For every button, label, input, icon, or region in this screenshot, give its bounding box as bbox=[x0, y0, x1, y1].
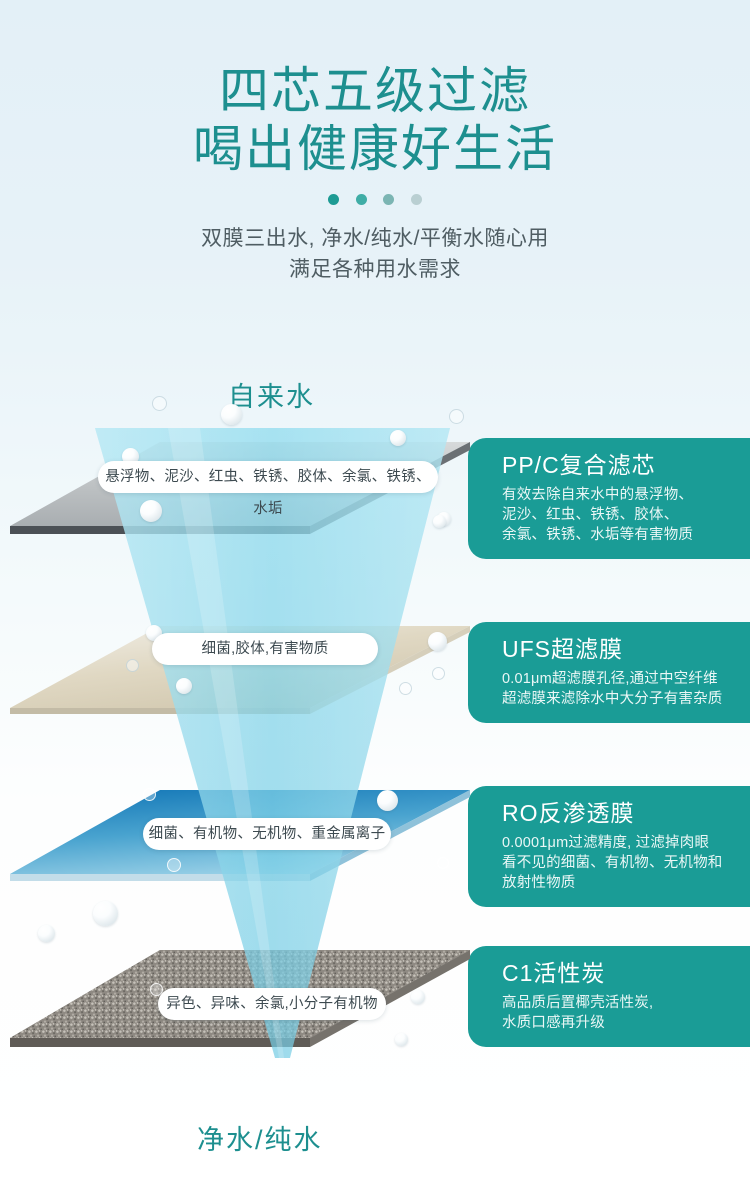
separator-dot bbox=[410, 194, 422, 205]
bubble-decoration bbox=[449, 409, 464, 424]
bubble-decoration bbox=[152, 396, 167, 411]
desc-line: 放射性物质 bbox=[502, 875, 576, 891]
filter-card-2[interactable]: UFS超滤膜 0.01μm超滤膜孔径,通过中空纤维 超滤膜来滤除水中大分子有害杂… bbox=[468, 622, 750, 723]
bubble-decoration bbox=[176, 678, 192, 694]
bubble-decoration bbox=[167, 858, 181, 872]
filter-title: UFS超滤膜 bbox=[502, 636, 623, 662]
bubble-decoration bbox=[411, 990, 425, 1004]
contaminant-pill-3: 细菌、有机物、无机物、重金属离子 bbox=[143, 818, 391, 850]
bubble-decoration bbox=[38, 925, 55, 942]
filter-title: C1活性炭 bbox=[502, 960, 606, 986]
bubble-decoration bbox=[377, 790, 398, 811]
filter-card-4[interactable]: C1活性炭 高品质后置椰壳活性炭, 水质口感再升级 bbox=[468, 946, 750, 1047]
hero-subtitle: 双膜三出水, 净水/纯水/平衡水随心用 满足各种用水需求 bbox=[0, 223, 750, 285]
bubble-decoration bbox=[432, 667, 445, 680]
bubble-decoration bbox=[399, 682, 412, 695]
separator-dot bbox=[355, 194, 367, 205]
desc-line: 有效去除自来水中的悬浮物、 bbox=[502, 487, 694, 503]
filter-description: 0.01μm超滤膜孔径,通过中空纤维 超滤膜来滤除水中大分子有害杂质 bbox=[502, 669, 750, 709]
title-line-2: 喝出健康好生活 bbox=[193, 121, 557, 177]
title-line-1: 四芯五级过滤 bbox=[219, 63, 531, 119]
desc-line: 泥沙、红虫、铁锈、胶体、 bbox=[502, 507, 679, 523]
desc-line: 0.0001μm过滤精度, 过滤掉肉眼 bbox=[502, 835, 710, 851]
subtitle-line-1: 双膜三出水, 净水/纯水/平衡水随心用 bbox=[201, 227, 549, 250]
desc-line: 水质口感再升级 bbox=[502, 1015, 605, 1031]
bubble-decoration bbox=[395, 1033, 408, 1046]
bubble-decoration bbox=[221, 404, 242, 425]
bubble-decoration bbox=[126, 659, 139, 672]
bubble-decoration bbox=[140, 500, 162, 522]
filter-card-1[interactable]: PP/C复合滤芯 有效去除自来水中的悬浮物、 泥沙、红虫、铁锈、胶体、 余氯、铁… bbox=[468, 438, 750, 559]
bubble-decoration bbox=[437, 857, 449, 869]
bubble-decoration bbox=[433, 515, 446, 528]
dot-separator bbox=[328, 194, 422, 205]
bubble-decoration bbox=[390, 430, 406, 446]
separator-dot bbox=[328, 194, 339, 205]
tap-water-label: 自来水 bbox=[228, 382, 315, 412]
bubble-decoration bbox=[93, 901, 118, 926]
desc-line: 余氯、铁锈、水垢等有害物质 bbox=[502, 527, 694, 543]
contaminant-pill-4: 异色、异味、余氯,小分子有机物 bbox=[158, 988, 386, 1020]
desc-line: 0.01μm超滤膜孔径,通过中空纤维 bbox=[502, 671, 718, 687]
page-title: 四芯五级过滤 喝出健康好生活 bbox=[0, 62, 750, 178]
filter-description: 0.0001μm过滤精度, 过滤掉肉眼 看不见的细菌、有机物、无机物和 放射性物… bbox=[502, 833, 750, 893]
filter-card-3[interactable]: RO反渗透膜 0.0001μm过滤精度, 过滤掉肉眼 看不见的细菌、有机物、无机… bbox=[468, 786, 750, 907]
filter-title: RO反渗透膜 bbox=[502, 800, 635, 826]
contaminant-pill-2: 细菌,胶体,有害物质 bbox=[152, 633, 378, 665]
purified-water-label: 净水/纯水 bbox=[197, 1125, 323, 1155]
desc-line: 看不见的细菌、有机物、无机物和 bbox=[502, 855, 723, 871]
separator-dot bbox=[383, 194, 395, 205]
filter-description: 高品质后置椰壳活性炭, 水质口感再升级 bbox=[502, 993, 750, 1033]
desc-line: 高品质后置椰壳活性炭, bbox=[502, 995, 654, 1011]
desc-line: 超滤膜来滤除水中大分子有害杂质 bbox=[502, 691, 723, 707]
hero-header: 四芯五级过滤 喝出健康好生活 双膜三出水, 净水/纯水/平衡水随心用 满足各种用… bbox=[0, 62, 750, 285]
filter-description: 有效去除自来水中的悬浮物、 泥沙、红虫、铁锈、胶体、 余氯、铁锈、水垢等有害物质 bbox=[502, 485, 750, 545]
subtitle-line-2: 满足各种用水需求 bbox=[289, 258, 461, 281]
contaminant-pill-1: 悬浮物、泥沙、红虫、铁锈、胶体、余氯、铁锈、水垢 bbox=[98, 461, 438, 517]
bubble-decoration bbox=[428, 632, 447, 651]
bubble-decoration bbox=[143, 788, 156, 801]
filter-title: PP/C复合滤芯 bbox=[502, 452, 656, 478]
